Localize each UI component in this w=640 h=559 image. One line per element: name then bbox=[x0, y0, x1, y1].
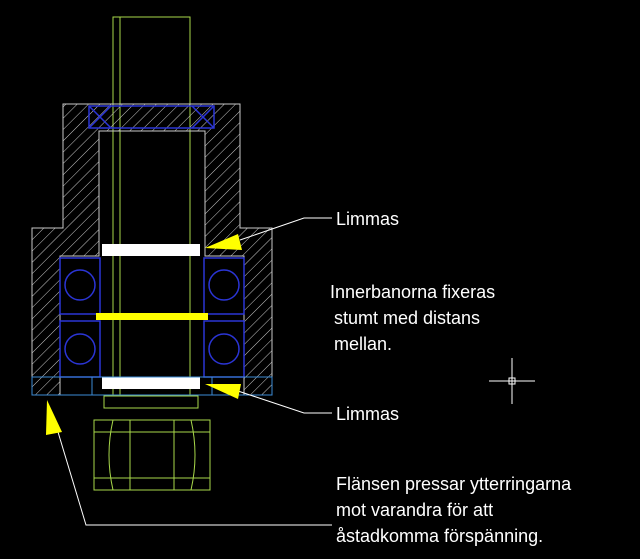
label-inner-rings-line-1: Innerbanorna fixeras bbox=[330, 282, 496, 302]
bearing-lower-left bbox=[59, 320, 101, 378]
crosshair-cursor-icon bbox=[489, 358, 535, 404]
label-flange-line-2: mot varandra för att bbox=[336, 500, 494, 520]
label-glue-top: Limmas bbox=[336, 209, 400, 229]
glue-layer-top bbox=[102, 244, 200, 256]
label-flange-line-1: Flänsen pressar ytterringarna bbox=[336, 474, 572, 494]
leader-flange bbox=[46, 400, 332, 526]
leader-glue-top bbox=[205, 217, 332, 250]
label-inner-rings-line-2: stumt med distans bbox=[334, 308, 481, 328]
label-glue-bottom: Limmas bbox=[336, 404, 400, 424]
bearing-lower-right bbox=[203, 320, 245, 378]
glue-layer-bottom bbox=[102, 377, 200, 389]
label-flange-line-3: åstadkomma förspänning. bbox=[336, 526, 544, 546]
inner-ring-spacer bbox=[96, 313, 208, 320]
leader-glue-bottom bbox=[205, 384, 332, 414]
upper-housing bbox=[31, 103, 273, 396]
bearing-upper-right bbox=[203, 257, 245, 315]
bearing-upper-left bbox=[59, 257, 101, 315]
shaft bbox=[112, 16, 191, 397]
seal-ring bbox=[88, 105, 215, 129]
nut bbox=[93, 395, 211, 491]
label-inner-rings-line-3: mellan. bbox=[334, 334, 393, 354]
